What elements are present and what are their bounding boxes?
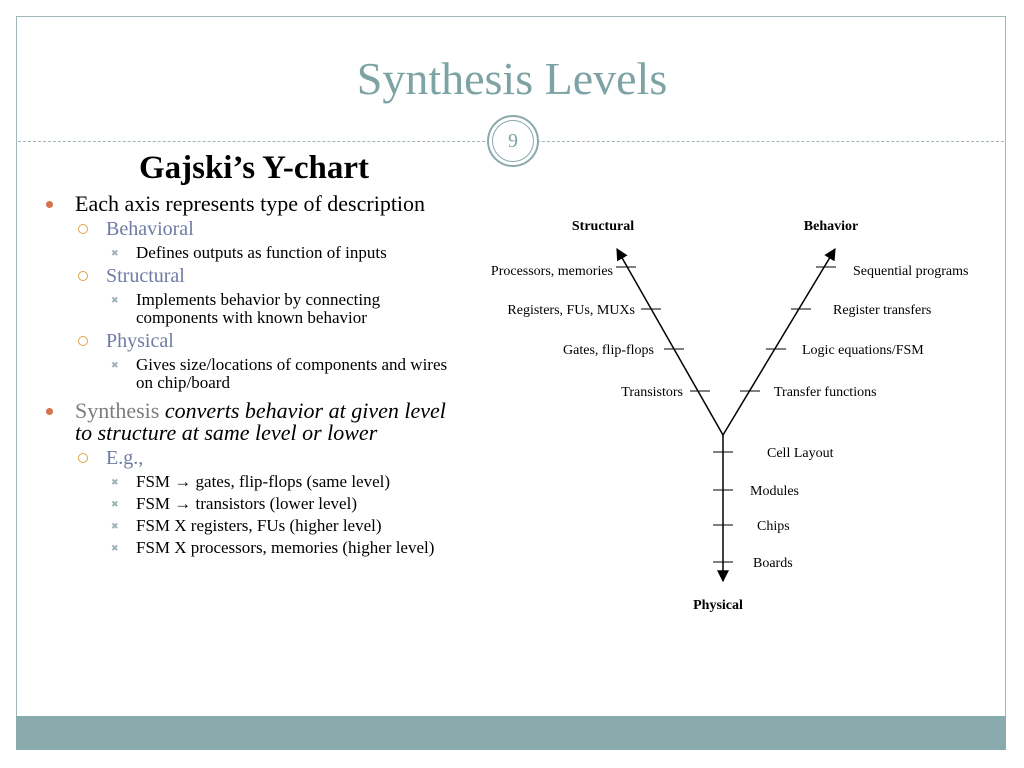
physical-level-label: Boards — [753, 556, 793, 571]
page-number-badge: 9 — [487, 115, 539, 167]
example-item: FSM → transistors (lower level) — [44, 495, 464, 515]
behavior-level-label: Register transfers — [833, 303, 931, 318]
detail-structural: Implements behavior by connecting compon… — [44, 291, 464, 327]
detail-physical: Gives size/locations of components and w… — [44, 356, 464, 392]
synthesis-definition: converts behavior at given level to stru… — [75, 398, 446, 445]
sub-bullet-physical: Physical — [44, 330, 464, 352]
bullet-axis-description: Each axis represents type of description — [44, 193, 464, 215]
bullet-synthesis: Synthesis converts behavior at given lev… — [44, 400, 464, 444]
physical-level-label: Cell Layout — [767, 446, 834, 461]
structural-level-label: Processors, memories — [491, 264, 613, 279]
behavior-level-label: Sequential programs — [853, 264, 968, 279]
structural-axis-label: Structural — [572, 219, 634, 234]
behavior-level-label: Logic equations/FSM — [802, 343, 924, 358]
sub-bullet-structural: Structural — [44, 265, 464, 287]
structural-level-label: Registers, FUs, MUXs — [507, 303, 635, 318]
behavior-axis-line — [722, 247, 836, 436]
sub-bullet-examples: E.g., — [44, 447, 464, 469]
physical-level-label: Chips — [757, 519, 790, 534]
synthesis-term: Synthesis — [75, 398, 160, 423]
sub-bullet-behavioral: Behavioral — [44, 218, 464, 240]
structural-axis-line — [616, 247, 724, 436]
page-number: 9 — [492, 120, 534, 162]
example-item: FSM → gates, flip-flops (same level) — [44, 473, 464, 493]
footer-bar — [16, 716, 1006, 750]
slide-title: Synthesis Levels — [356, 53, 668, 104]
y-chart-diagram: Structural Behavior Physical Processors,… — [491, 219, 969, 613]
behavior-axis-label: Behavior — [804, 219, 858, 234]
slide-content: Gajski’s Y-chart Each axis represents ty… — [44, 150, 464, 559]
structural-level-label: Transistors — [621, 385, 683, 400]
structural-level-label: Gates, flip-flops — [563, 343, 654, 358]
example-item: FSM X registers, FUs (higher level) — [44, 517, 464, 537]
behavior-level-label: Transfer functions — [774, 385, 877, 400]
detail-behavioral: Defines outputs as function of inputs — [44, 244, 464, 264]
content-heading: Gajski’s Y-chart — [138, 150, 370, 186]
physical-level-label: Modules — [750, 484, 799, 499]
example-item: FSM X processors, memories (higher level… — [44, 539, 464, 559]
physical-axis-label: Physical — [693, 598, 743, 613]
